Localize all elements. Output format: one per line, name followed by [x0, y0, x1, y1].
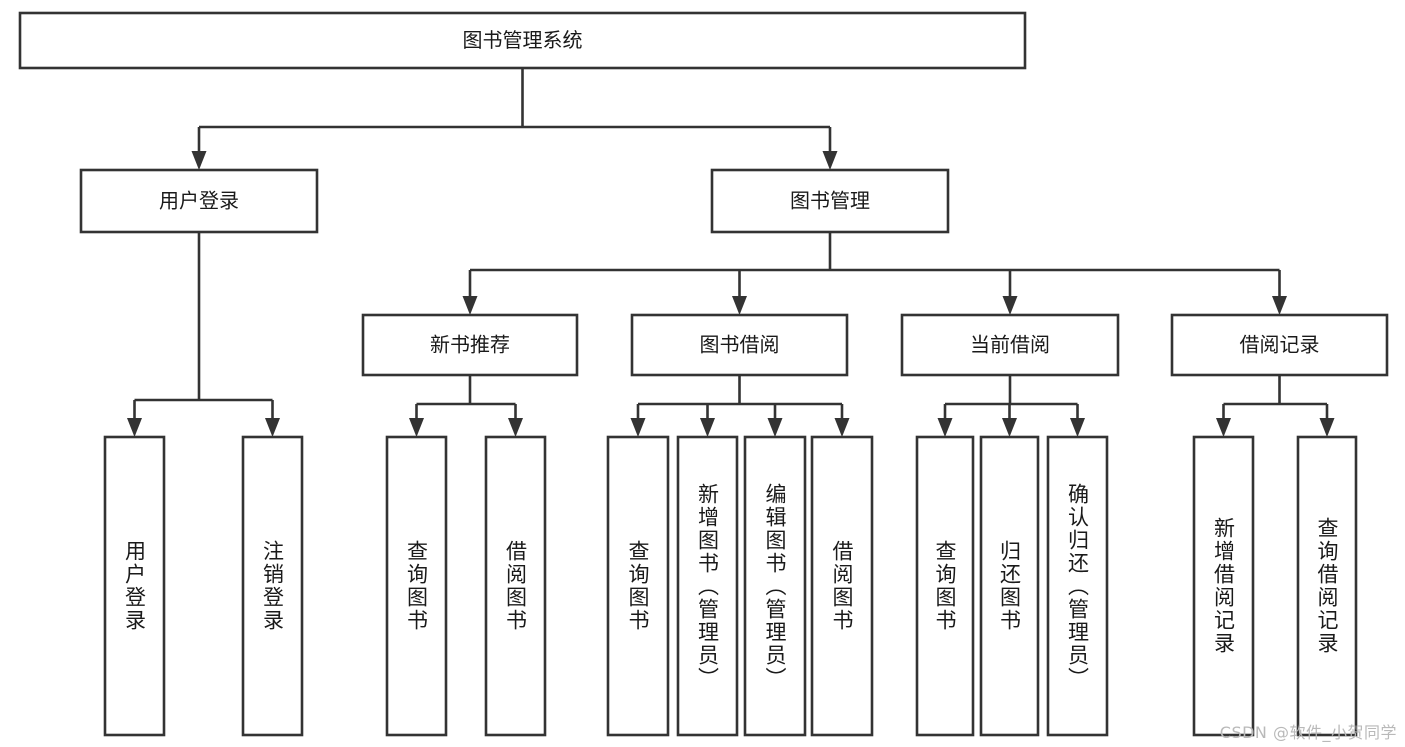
node-box-leaf-query-record[interactable]: [1296, 435, 1358, 737]
arrow-head: [508, 418, 523, 437]
node-box-new-book-rec[interactable]: [361, 313, 579, 377]
arrow-head: [937, 418, 953, 437]
node-box-leaf-query-book-borrow[interactable]: [606, 435, 670, 737]
arrow-head: [834, 418, 850, 437]
node-box-leaf-user-login[interactable]: [103, 435, 166, 737]
arrow-head: [127, 418, 142, 437]
arrow-head: [462, 296, 478, 315]
node-label-book-borrow: 图书借阅: [700, 333, 780, 357]
node-box-leaf-add-record[interactable]: [1192, 435, 1255, 737]
arrow-head: [767, 418, 783, 437]
arrow-head: [700, 418, 715, 437]
arrow-head: [1002, 418, 1017, 437]
arrow-head: [1070, 418, 1085, 437]
node-box-leaf-borrow-book[interactable]: [810, 435, 874, 737]
arrow-head: [191, 151, 207, 170]
watermark: CSDN @软件_小贺同学: [1219, 723, 1397, 742]
node-box-leaf-add-book[interactable]: [676, 435, 739, 737]
arrow-head: [409, 418, 424, 437]
node-box-leaf-query-book-current[interactable]: [915, 435, 975, 737]
node-label-borrow-record: 借阅记录: [1240, 333, 1320, 357]
node-box-leaf-user-logout[interactable]: [241, 435, 304, 737]
node-box-book-manage[interactable]: [710, 168, 950, 234]
arrow-head: [1272, 296, 1287, 315]
node-label-root: 图书管理系统: [463, 28, 583, 52]
node-box-leaf-query-book-rec[interactable]: [385, 435, 448, 737]
node-box-leaf-borrow-book-rec[interactable]: [484, 435, 547, 737]
node-box-leaf-edit-book[interactable]: [743, 435, 807, 737]
arrow-head: [1216, 418, 1231, 437]
arrow-head: [630, 418, 646, 437]
boxes-layer: [18, 11, 1389, 737]
node-box-leaf-return-book[interactable]: [979, 435, 1040, 737]
node-box-root[interactable]: [18, 11, 1027, 70]
arrow-head: [265, 418, 280, 437]
node-box-book-borrow[interactable]: [630, 313, 849, 377]
arrow-head: [732, 296, 747, 315]
connectors-layer: [127, 68, 1335, 437]
node-label-current-borrow: 当前借阅: [970, 333, 1050, 357]
node-label-user-login: 用户登录: [159, 189, 239, 213]
arrow-head: [1002, 296, 1018, 315]
arrow-head: [1319, 418, 1335, 437]
node-label-book-manage: 图书管理: [790, 189, 870, 213]
node-box-borrow-record[interactable]: [1170, 313, 1389, 377]
node-box-user-login[interactable]: [79, 168, 319, 234]
arrow-head: [822, 151, 838, 170]
node-box-leaf-confirm-return[interactable]: [1046, 435, 1109, 737]
node-box-current-borrow[interactable]: [900, 313, 1120, 377]
node-label-new-book-rec: 新书推荐: [430, 333, 510, 357]
